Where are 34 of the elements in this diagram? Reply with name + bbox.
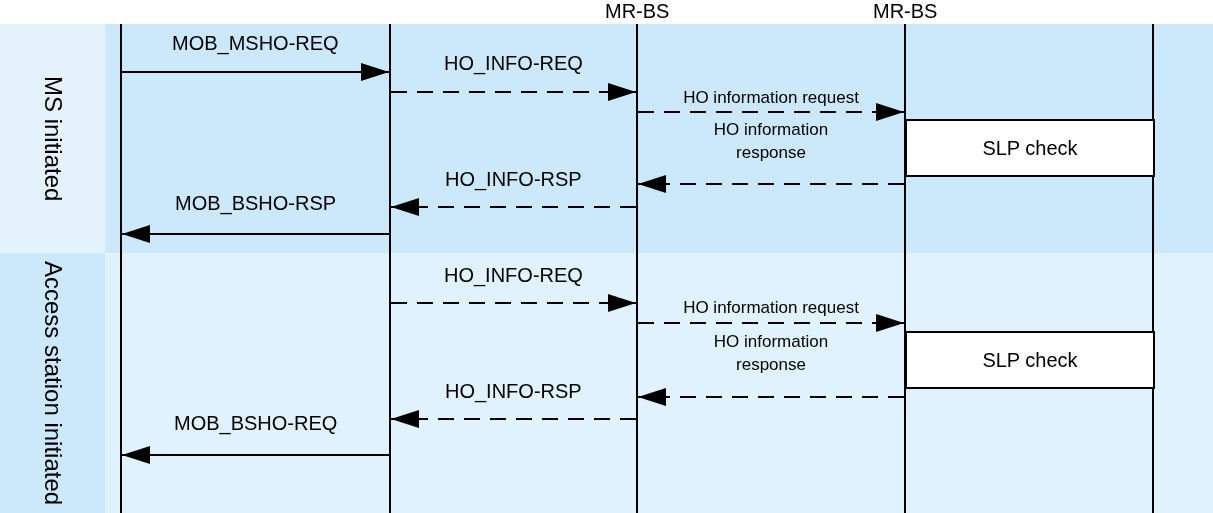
lifeline: [389, 24, 391, 513]
lifeline: [636, 24, 638, 513]
process-box: [905, 331, 1155, 389]
message-label: HO_INFO-RSP: [445, 379, 582, 404]
message-label: HO information response: [712, 331, 830, 376]
message-label: HO_INFO-RSP: [445, 167, 582, 192]
message-arrow: [390, 83, 637, 101]
message-label: HO_INFO-REQ: [444, 263, 583, 288]
message-arrow: [637, 388, 905, 406]
message-label: HO_INFO-REQ: [444, 51, 583, 76]
box-label: SLP check: [982, 348, 1078, 372]
message-arrow: [637, 314, 905, 332]
message-arrow: [637, 103, 905, 121]
band-label: MS initiated: [38, 75, 68, 202]
lifeline-header: MR-BS: [873, 0, 938, 23]
lifeline: [120, 24, 122, 513]
message-arrow: [390, 410, 637, 428]
band-header: [0, 24, 105, 253]
process-box: [905, 119, 1155, 177]
message-arrow: [121, 63, 390, 81]
message-arrow: [390, 198, 637, 216]
band-label: Access station initiated: [38, 260, 68, 506]
message-arrow: [637, 175, 905, 193]
message-label: HO information request: [682, 297, 860, 319]
message-label: MOB_MSHO-REQ: [172, 31, 339, 56]
message-label: HO information request: [682, 87, 860, 109]
message-arrow: [390, 294, 637, 312]
message-label: MOB_BSHO-REQ: [174, 411, 338, 436]
lifeline-header: MR-BS: [605, 0, 670, 23]
message-arrow: [121, 225, 390, 243]
box-label: SLP check: [982, 136, 1078, 160]
message-arrow: [121, 446, 390, 464]
message-label: MOB_BSHO-RSP: [175, 191, 337, 216]
message-label: HO information response: [712, 119, 830, 164]
